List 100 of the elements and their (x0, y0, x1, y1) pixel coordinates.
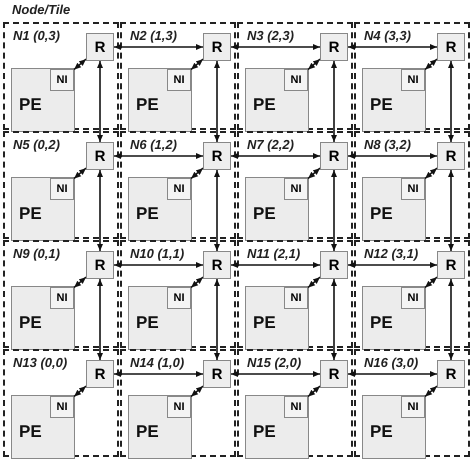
tile-label: N2 (1,3) (130, 28, 177, 43)
pe-label: PE (19, 204, 42, 224)
router-box: R (320, 251, 348, 279)
tile-label: N11 (2,1) (247, 246, 300, 261)
tile-frame (3, 22, 119, 130)
heading: Node/Tile (12, 2, 70, 17)
pe-box (245, 68, 309, 132)
router-box: R (437, 33, 465, 61)
arrow (190, 58, 204, 70)
router-box: R (437, 251, 465, 279)
tile-frame (120, 22, 236, 130)
tile-label: N7 (2,2) (247, 137, 294, 152)
router-box: R (203, 251, 231, 279)
tile-frame (3, 131, 119, 239)
pe-label: PE (370, 422, 393, 442)
pe-label: PE (136, 95, 159, 115)
arrow (97, 279, 103, 360)
ni-box: NI (401, 287, 425, 309)
arrow (114, 371, 203, 377)
pe-box (128, 68, 192, 132)
router-box: R (86, 360, 114, 388)
tile-label: N4 (3,3) (364, 28, 411, 43)
arrow (448, 61, 454, 142)
ni-box: NI (284, 287, 308, 309)
tile-label: N6 (1,2) (130, 137, 177, 152)
arrow (214, 61, 220, 142)
router-box: R (320, 33, 348, 61)
pe-label: PE (19, 422, 42, 442)
ni-box: NI (167, 178, 191, 200)
tile-frame (237, 240, 353, 348)
router-box: R (203, 142, 231, 170)
arrow (73, 58, 87, 70)
pe-label: PE (370, 95, 393, 115)
tile-frame (120, 131, 236, 239)
router-box: R (203, 360, 231, 388)
ni-box: NI (284, 178, 308, 200)
ni-box: NI (50, 178, 74, 200)
pe-label: PE (253, 204, 276, 224)
tile-frame (3, 240, 119, 348)
pe-label: PE (136, 313, 159, 333)
pe-box (245, 395, 309, 459)
tile-label: N13 (0,0) (13, 355, 68, 370)
tile-label: N8 (3,2) (364, 137, 411, 152)
tile-label: N5 (0,2) (13, 137, 60, 152)
router-box: R (86, 251, 114, 279)
pe-label: PE (136, 204, 159, 224)
pe-box (11, 286, 75, 350)
ni-box: NI (50, 287, 74, 309)
arrow (348, 44, 437, 50)
arrow (424, 168, 438, 180)
arrow (424, 58, 438, 70)
pe-label: PE (253, 95, 276, 115)
pe-label: PE (136, 422, 159, 442)
arrow (97, 61, 103, 142)
tile-label: N15 (2,0) (247, 355, 302, 370)
arrow (114, 153, 203, 159)
arrow (331, 61, 337, 142)
tile-frame (354, 22, 470, 130)
arrow (231, 371, 320, 377)
pe-label: PE (253, 313, 276, 333)
ni-box: NI (167, 396, 191, 418)
arrow (231, 262, 320, 268)
tile-frame (354, 131, 470, 239)
arrow (348, 262, 437, 268)
pe-box (245, 177, 309, 241)
pe-label: PE (370, 204, 393, 224)
router-box: R (320, 360, 348, 388)
arrow (231, 153, 320, 159)
tile-frame (237, 131, 353, 239)
pe-box (128, 286, 192, 350)
ni-box: NI (284, 396, 308, 418)
router-box: R (437, 360, 465, 388)
tile-frame (120, 240, 236, 348)
pe-box (362, 395, 426, 459)
arrow (190, 386, 204, 398)
tile-label: N14 (1,0) (130, 355, 184, 370)
pe-box (245, 286, 309, 350)
arrow (448, 279, 454, 360)
tile-frame (3, 349, 119, 457)
pe-box (11, 68, 75, 132)
arrow (424, 276, 438, 288)
tile-label: N1 (0,3) (13, 28, 60, 43)
arrow (114, 44, 203, 50)
arrow (348, 371, 437, 377)
pe-box (11, 395, 75, 459)
arrow (73, 386, 87, 398)
router-box: R (437, 142, 465, 170)
arrow (97, 170, 103, 251)
tile-label: N10 (1,1) (130, 246, 184, 261)
router-box: R (86, 33, 114, 61)
pe-label: PE (19, 313, 42, 333)
tile-label: N12 (3,1) (364, 246, 418, 261)
ni-box: NI (401, 396, 425, 418)
pe-box (362, 68, 426, 132)
arrow (307, 58, 321, 70)
arrow (190, 276, 204, 288)
pe-box (128, 177, 192, 241)
pe-box (128, 395, 192, 459)
arrow (73, 168, 87, 180)
arrow (214, 279, 220, 360)
